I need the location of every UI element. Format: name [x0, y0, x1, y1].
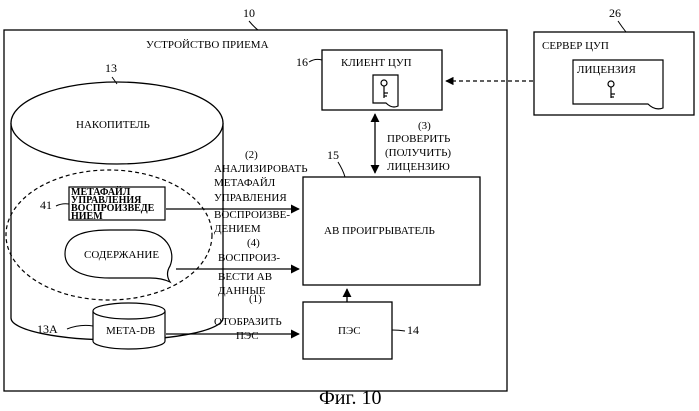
reception-device-ref: 10 [243, 6, 255, 20]
drm-client-ref: 16 [296, 55, 308, 69]
content-label: СОДЕРЖАНИЕ [84, 249, 159, 261]
drm-client-title: КЛИЕНТ ЦУП [341, 57, 412, 69]
check-license-step-3: (ПОЛУЧИТЬ) [385, 147, 451, 159]
play-step-3: ВЕСТИ АВ [218, 271, 272, 283]
play-step-2: ВОСПРОИЗ- [218, 252, 280, 264]
display-step-2: ОТОБРАЗИТЬ [214, 316, 282, 328]
av-player-leader [338, 162, 345, 177]
storage-ref: 13 [105, 61, 117, 75]
epg-leader [392, 330, 405, 331]
av-player-title: АВ ПРОИГРЫВАТЕЛЬ [324, 225, 435, 237]
analyze-step-5: ВОСПРОИЗВЕ- [214, 209, 290, 221]
storage-title: НАКОПИТЕЛЬ [76, 119, 150, 131]
display-step-3: ПЭС [236, 330, 259, 342]
metafile-line-4: НИЕМ [71, 211, 103, 222]
play-step-1: (4) [247, 237, 260, 249]
analyze-step-1: (2) [245, 149, 258, 161]
epg-title: ПЭС [338, 325, 361, 337]
epg-ref: 14 [407, 323, 419, 337]
analyze-step-6: ДЕНИЕМ [214, 223, 261, 235]
drm-server-ref: 26 [609, 6, 621, 20]
analyze-step-4: УПРАВЛЕНИЯ [214, 192, 287, 204]
server-license-document: ЛИЦЕНЗИЯ [573, 60, 663, 109]
check-license-step-4: ЛИЦЕНЗИЮ [387, 161, 450, 173]
reception-device-title: УСТРОЙСТВО ПРИЕМА [146, 39, 269, 51]
meta-db-label: META-DB [106, 325, 155, 337]
drm-server-leader [618, 21, 626, 32]
drm-client-leader [309, 59, 322, 62]
check-license-step-1: (3) [418, 120, 431, 132]
display-step-1: (1) [249, 293, 262, 305]
figure-caption: Фиг. 10 [319, 387, 381, 409]
av-player-ref: 15 [327, 148, 339, 162]
drm-server-title: СЕРВЕР ЦУП [542, 40, 609, 52]
reception-device-leader [249, 21, 258, 30]
analyze-step-3: МЕТАФАЙЛ [214, 177, 276, 189]
meta-db-ref: 13A [37, 322, 58, 336]
server-license-label: ЛИЦЕНЗИЯ [577, 64, 636, 76]
analyze-step-2: АНАЛИЗИРОВАТЬ [214, 163, 308, 175]
check-license-step-2: ПРОВЕРИТЬ [387, 133, 450, 145]
metafile-ref: 41 [40, 198, 52, 212]
